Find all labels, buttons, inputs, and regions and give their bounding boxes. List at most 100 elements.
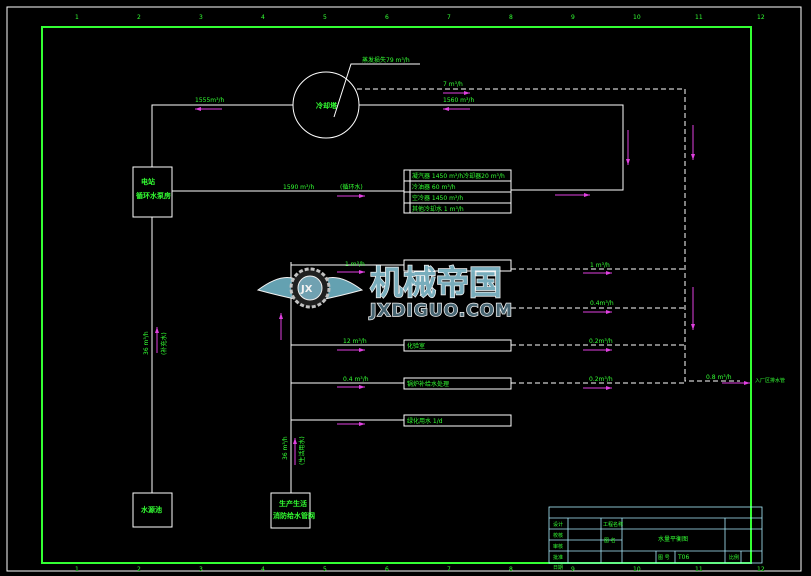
arrow-head [464, 91, 470, 95]
flow-label: 0.4 m³/h [343, 376, 369, 383]
branch-box [403, 259, 512, 272]
grid-tick-label: 10 [633, 14, 641, 21]
arrow-head [359, 422, 365, 426]
grid-tick-label: 9 [571, 14, 575, 21]
table-row: 空冷器 1450 m³/h [412, 194, 463, 202]
svg-text:机械帝国: 机械帝国 [370, 263, 502, 302]
arrow-head [606, 310, 612, 314]
arrow-head [293, 438, 297, 444]
table-row: 冷油器 60 m³/h [412, 183, 456, 191]
grid-tick-label: 5 [323, 14, 327, 21]
arrow-head [584, 193, 590, 197]
grid-tick-label: 1 [75, 14, 79, 21]
arrow-head [359, 348, 365, 352]
flow-label: 1555m³/h [195, 97, 225, 104]
flow-label: 36 m³/h [143, 331, 150, 355]
grid-tick-label: 9 [571, 566, 575, 573]
svg-text:设计: 设计 [553, 521, 563, 528]
flow-label: 1560 m³/h [443, 97, 474, 104]
grid-tick-label: 12 [757, 566, 765, 573]
arrow-head [626, 159, 630, 165]
flow-label: 36 m³/h [282, 436, 289, 460]
grid-tick-label: 10 [633, 566, 641, 573]
grid-tick-label: 4 [261, 566, 265, 573]
arrow-head [359, 385, 365, 389]
svg-text:JXDIGUO.COM: JXDIGUO.COM [369, 301, 513, 321]
arrow-head [279, 313, 283, 319]
svg-text:图 号: 图 号 [658, 555, 670, 561]
arrow-head [744, 381, 750, 385]
branch-box [403, 414, 512, 427]
watermark-logo: JX 机械帝国 JXDIGUO.COM [256, 262, 513, 322]
grid-tick-label: 5 [323, 566, 327, 573]
arrow-head [195, 107, 201, 111]
branch-label: 绿化用水 1/d [407, 417, 443, 425]
svg-text:图 名: 图 名 [604, 537, 616, 544]
svg-text:JX: JX [300, 284, 313, 295]
grid-tick-label: 4 [261, 14, 265, 21]
branch-label: 化验室 [407, 342, 425, 350]
drain-destination: 入厂区排水管 [755, 377, 785, 384]
flow-arrows [155, 91, 750, 465]
svg-text:比例: 比例 [729, 554, 739, 561]
pipe-return [151, 104, 293, 167]
arrow-head [606, 271, 612, 275]
flow-label: 7 m³/h [443, 81, 463, 88]
grid-tick-label: 11 [695, 566, 703, 573]
supply-network-box [270, 492, 311, 529]
svg-text:审核: 审核 [553, 543, 563, 550]
drawing-number: T06 [677, 554, 689, 561]
svg-text:日期: 日期 [553, 565, 563, 571]
grid-tick-label: 2 [137, 14, 141, 21]
grid-tick-label: 8 [509, 566, 513, 573]
pipe-tower-out [359, 104, 624, 191]
grid-tick-label: 11 [695, 14, 703, 21]
leader-line [333, 63, 420, 118]
arrow-head [155, 327, 159, 333]
consumer-table: 凝汽器 1450 m³/h冷却器20 m³/h 冷油器 60 m³/h 空冷器 … [403, 169, 512, 214]
grid-tick-label: 1 [75, 566, 79, 573]
arrow-head [359, 194, 365, 198]
flow-note: (生活用水) [298, 436, 306, 465]
grid-tick-label: 12 [757, 14, 765, 21]
title-block: 设计 校核 审核 批准 日期 工程名称 图 名 水量平衡图 图 号 T06 比例 [548, 506, 763, 571]
flow-label: 0.2m³/h [589, 338, 613, 345]
svg-text:工程名称: 工程名称 [603, 521, 623, 528]
supply-network-label: 生产生活消防给水管网 [273, 499, 315, 520]
drawing-frame [41, 26, 752, 564]
table-row: 凝汽器 1450 m³/h冷却器20 m³/h [412, 172, 505, 180]
grid-tick-label: 6 [385, 14, 389, 21]
grid-tick-label: 7 [447, 566, 451, 573]
arrow-head [359, 270, 365, 274]
arrow-head [691, 324, 695, 330]
flow-label: 0.2m³/h [589, 376, 613, 383]
flow-label: 12 m³/h [343, 338, 367, 345]
flow-note: (补充水) [160, 332, 168, 355]
branch-label: 锅炉补给水处理 [407, 380, 449, 388]
cooling-tower-label: 冷却塔 [316, 101, 338, 110]
flow-label: 1 m³/h [590, 262, 610, 269]
pipe-drain-dashed [357, 88, 740, 382]
evaporation-label: 蒸发损失79 m³/h [362, 56, 410, 64]
arrow-head [606, 386, 612, 390]
drawing-name: 水量平衡图 [658, 535, 688, 543]
grid-tick-label: 7 [447, 14, 451, 21]
flow-note: (循环水) [340, 183, 363, 191]
pump-house-label: 电站循环水泵房 [136, 177, 171, 200]
grid-tick-label: 2 [137, 566, 141, 573]
flow-label: 1 m³/h [345, 261, 365, 268]
svg-text:批准: 批准 [553, 554, 563, 561]
water-pool-label: 水源池 [141, 505, 162, 514]
outer-border [6, 6, 802, 572]
arrow-head [691, 154, 695, 160]
flow-label: 0.4m³/h [590, 300, 614, 307]
grid-tick-label: 6 [385, 566, 389, 573]
grid-tick-label: 3 [199, 566, 203, 573]
water-pool-box [132, 492, 173, 528]
arrow-head [606, 348, 612, 352]
svg-text:校核: 校核 [553, 532, 563, 539]
grid-tick-label: 3 [199, 14, 203, 21]
grid-tick-label: 8 [509, 14, 513, 21]
